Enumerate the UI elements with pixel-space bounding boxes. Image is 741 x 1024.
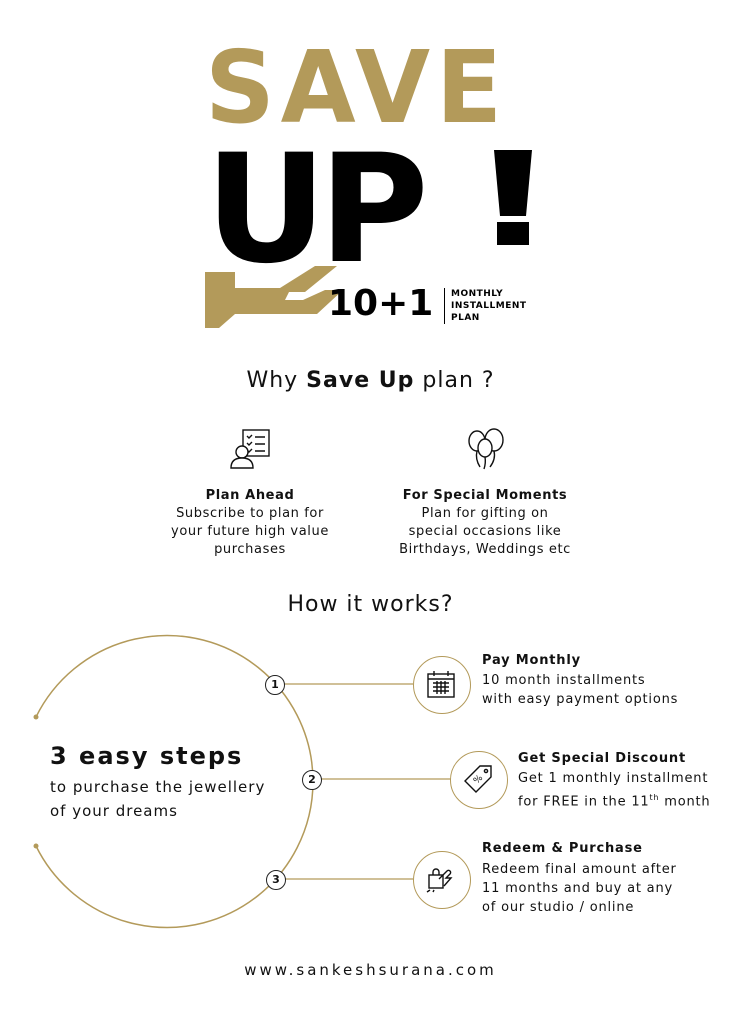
step-title: Pay Monthly — [482, 653, 581, 668]
step-line-text: for FREE in the 11 — [518, 794, 650, 810]
feature-line: Birthdays, Weddings etc — [399, 542, 571, 557]
feature-description: Subscribe to plan for your future high v… — [140, 505, 360, 559]
why-prefix: Why — [246, 368, 307, 393]
plan-divider — [444, 288, 445, 324]
feature-line: your future high value — [171, 524, 329, 539]
website-link[interactable]: www.sankeshsurana.com — [244, 961, 497, 979]
step-description: Get 1 monthly installment for FREE in th… — [518, 769, 738, 811]
person-checklist-icon — [230, 429, 270, 469]
plan-label-line: PLAN — [451, 313, 480, 323]
why-suffix: plan ? — [414, 368, 495, 393]
feature-line: purchases — [214, 542, 286, 557]
plan-number: 10+1 — [328, 283, 434, 324]
step-title: Get Special Discount — [518, 751, 686, 766]
step-description: 10 month installments with easy payment … — [482, 671, 732, 709]
ordinal-suffix: th — [649, 793, 660, 802]
exclamation-mark — [494, 150, 532, 245]
balloons-icon — [468, 428, 504, 470]
step-line: 10 month installments — [482, 673, 646, 688]
easy-steps-line: of your dreams — [50, 802, 178, 820]
step-line-text: month — [659, 794, 711, 810]
step-number: 3 — [266, 870, 286, 890]
hand-icon — [205, 266, 343, 328]
feature-title: For Special Moments — [402, 488, 568, 503]
easy-steps-line: to purchase the jewellery — [50, 778, 266, 796]
feature-line: Plan for gifting on — [421, 506, 549, 521]
step-icon-circle — [413, 851, 471, 909]
step-description: Redeem final amount after 11 months and … — [482, 860, 732, 917]
why-bold: Save Up — [306, 368, 415, 393]
why-heading: Why Save Up plan ? — [0, 368, 741, 393]
step-line: Redeem final amount after — [482, 862, 677, 877]
step-line: 11 months and buy at any — [482, 881, 673, 896]
save-heading: SAVE — [205, 29, 508, 146]
easy-steps-description: to purchase the jewellery of your dreams — [50, 775, 300, 823]
plan-label-line: MONTHLY — [451, 289, 504, 299]
plan-label-line: INSTALLMENT — [451, 301, 527, 311]
feature-line: special occasions like — [408, 524, 562, 539]
step-number: 1 — [265, 675, 285, 695]
step-title: Redeem & Purchase — [482, 841, 643, 856]
discount-tag-icon: % — [464, 765, 492, 793]
step-line: with easy payment options — [482, 692, 679, 707]
feature-line: Subscribe to plan for — [176, 506, 324, 521]
step-line: for FREE in the 11th month — [518, 788, 738, 811]
step-line: Get 1 monthly installment — [518, 771, 709, 786]
step-line: of our studio / online — [482, 900, 635, 915]
plan-label: MONTHLY INSTALLMENT PLAN — [451, 288, 561, 324]
feature-title: Plan Ahead — [205, 488, 295, 503]
feature-description: Plan for gifting on special occasions li… — [375, 505, 595, 559]
up-heading: UP — [205, 123, 429, 297]
calendar-icon — [427, 671, 455, 698]
step-icon-circle — [450, 751, 508, 809]
step-number: 2 — [302, 770, 322, 790]
shopping-bag-hand-icon — [426, 868, 453, 893]
step-icon-circle — [413, 656, 471, 714]
easy-steps-title: 3 easy steps — [50, 742, 244, 770]
how-heading: How it works? — [287, 592, 454, 617]
